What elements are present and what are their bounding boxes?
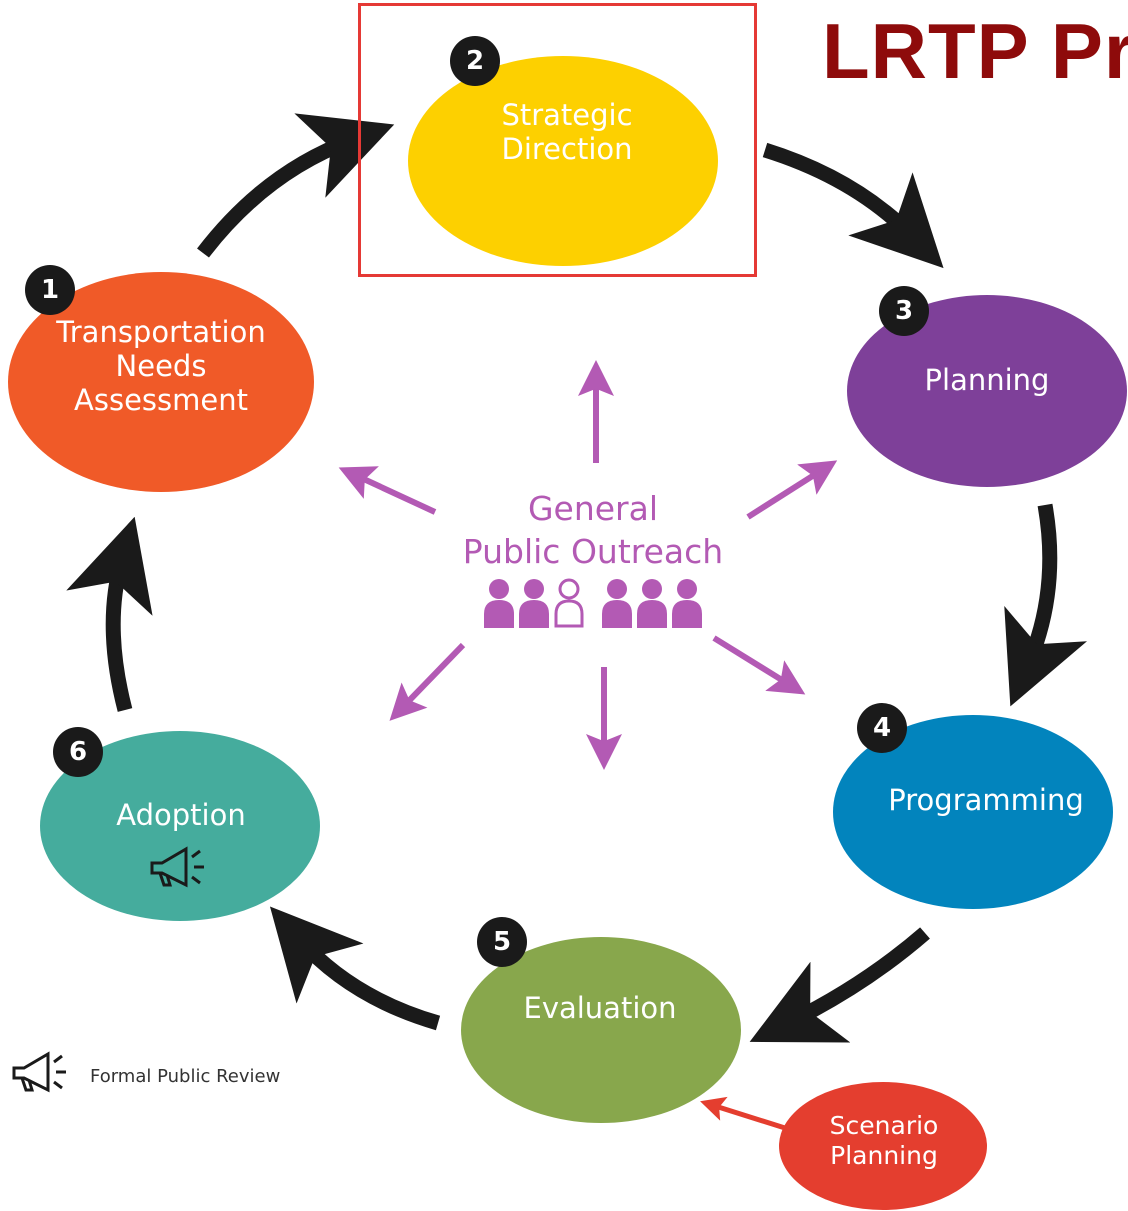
person-icon — [672, 579, 702, 628]
page-title: LRTP Pr — [822, 7, 1128, 95]
step-badge-6: 6 — [53, 727, 103, 777]
person-icon — [637, 579, 667, 628]
node-5-label: Evaluation — [523, 991, 677, 1025]
node-3-ellipse — [847, 295, 1127, 487]
outreach-arrow-downright — [712, 635, 806, 695]
node-4-label: Programming — [888, 783, 1084, 817]
node-1-label: Transportation Needs Assessment — [56, 315, 266, 417]
outreach-line-2: Public Outreach — [462, 532, 724, 571]
step-badge-2: 2 — [450, 36, 500, 86]
node-6-ellipse — [40, 731, 320, 921]
megaphone-icon — [150, 846, 204, 888]
step-badge-3: 3 — [879, 286, 929, 336]
node-4-ellipse — [833, 715, 1113, 909]
outreach-line-1: General — [527, 489, 659, 528]
outreach-arrow-upright — [746, 460, 838, 520]
cycle-arrows — [66, 113, 1088, 1043]
highlight-box — [358, 3, 757, 277]
legend-megaphone-icon — [12, 1051, 66, 1093]
people-icon — [484, 578, 702, 628]
node-1-ellipse — [8, 272, 314, 492]
node-5-ellipse — [461, 937, 741, 1123]
arrow-4-to-5 — [749, 927, 930, 1043]
scenario-ellipse — [779, 1082, 987, 1210]
arrow-5-to-6 — [269, 906, 441, 1031]
step-badge-5: 5 — [477, 917, 527, 967]
node-2-label: Strategic Direction — [501, 98, 633, 166]
scenario-arrow — [700, 1096, 786, 1131]
node-6-label: Adoption — [116, 798, 246, 832]
outreach-arrows — [338, 360, 838, 770]
step-badge-4: 4 — [857, 703, 907, 753]
node-3-label: Planning — [924, 363, 1050, 397]
arrow-2-to-3 — [762, 142, 944, 269]
outreach-arrow-downleft — [389, 642, 466, 721]
person-icon — [519, 579, 549, 628]
step-badge-1: 1 — [25, 265, 75, 315]
public-outreach-label: General Public Outreach — [463, 487, 723, 573]
person-icon — [602, 579, 632, 628]
person-outline-icon — [554, 578, 584, 628]
person-icon — [484, 579, 514, 628]
arrow-3-to-4 — [1004, 503, 1088, 707]
scenario-planning-label: Scenario Planning — [829, 1111, 939, 1170]
arrow-6-to-1 — [66, 516, 153, 712]
legend-label: Formal Public Review — [90, 1066, 281, 1087]
arrow-1-to-2 — [197, 113, 395, 258]
node-2-ellipse — [408, 56, 718, 266]
outreach-arrow-upleft — [338, 466, 437, 515]
